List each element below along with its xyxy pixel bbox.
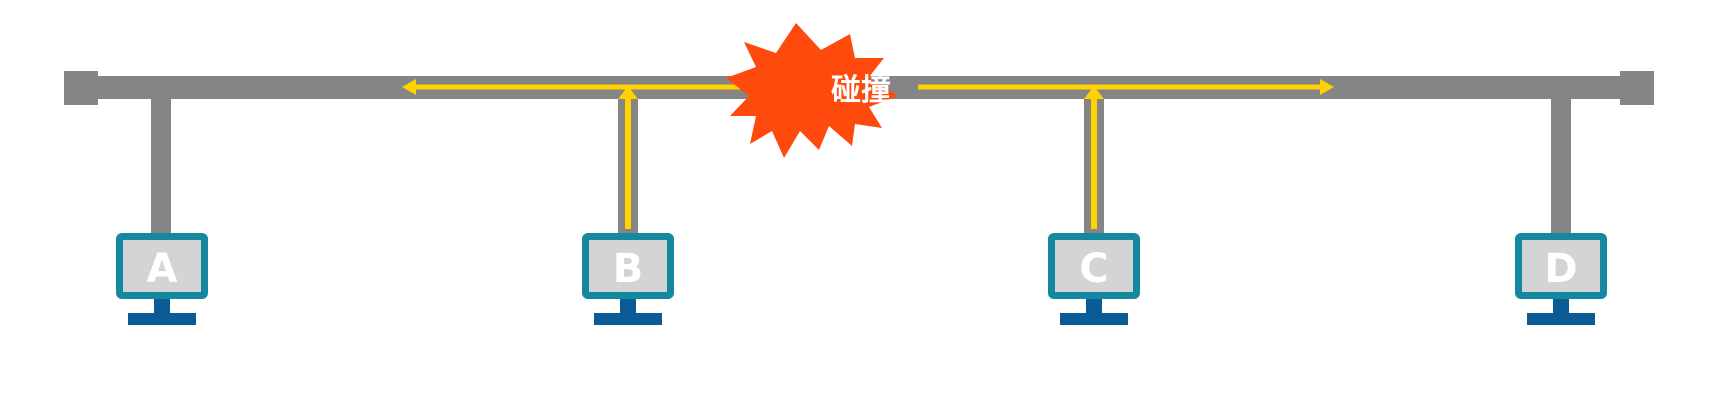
computer-b: B	[582, 233, 674, 325]
computer-a: A	[116, 233, 208, 325]
monitor-neck	[154, 299, 170, 314]
monitor-screen	[589, 240, 667, 292]
signal-up-c-arrowhead	[1084, 86, 1104, 99]
signals	[402, 79, 1334, 229]
computer-label-b: B	[613, 246, 644, 292]
monitor-screen	[1522, 240, 1600, 292]
terminator-right	[1620, 71, 1654, 105]
computer-d: D	[1515, 233, 1607, 325]
drop-cable-d	[1551, 96, 1571, 233]
monitor-base	[1527, 313, 1595, 325]
drop-cable-a	[151, 96, 171, 233]
explosion-burst-icon	[726, 23, 898, 158]
monitor-screen	[123, 240, 201, 292]
signal-left-arrowhead	[402, 79, 416, 95]
computer-c: C	[1048, 233, 1140, 325]
computer-label-c: C	[1079, 246, 1108, 292]
signal-right-arrowhead	[1320, 79, 1334, 95]
monitor-base	[594, 313, 662, 325]
computer-label-a: A	[147, 246, 178, 292]
collision-label: 碰撞	[831, 73, 891, 108]
monitor-neck	[1086, 299, 1102, 314]
monitor-base	[128, 313, 196, 325]
terminator-left	[64, 71, 98, 105]
computer-label-d: D	[1544, 246, 1577, 292]
signal-up-b-arrowhead	[618, 86, 638, 99]
monitor-base	[1060, 313, 1128, 325]
monitor-screen	[1055, 240, 1133, 292]
monitor-neck	[1553, 299, 1569, 314]
monitor-neck	[620, 299, 636, 314]
collision-burst: 碰撞	[726, 23, 898, 158]
